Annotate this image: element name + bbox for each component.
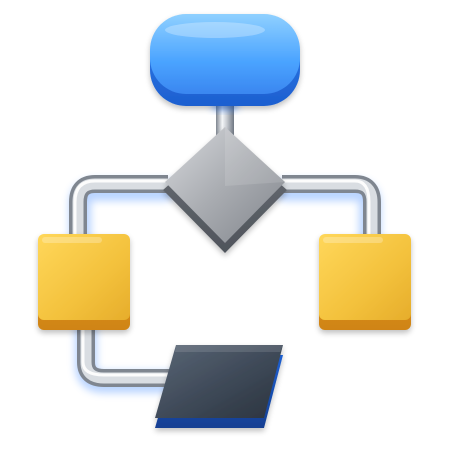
process-right-square [319, 234, 411, 330]
start-terminal-shape [150, 14, 300, 106]
connector-left-to-output [75, 319, 181, 393]
connector-decision-to-left [69, 175, 176, 251]
decision-diamond-shape [163, 127, 287, 253]
connector-pipes [69, 100, 381, 393]
connector-decision-to-right [274, 175, 381, 251]
io-output-parallelogram [155, 345, 283, 428]
process-left-square [38, 234, 130, 330]
